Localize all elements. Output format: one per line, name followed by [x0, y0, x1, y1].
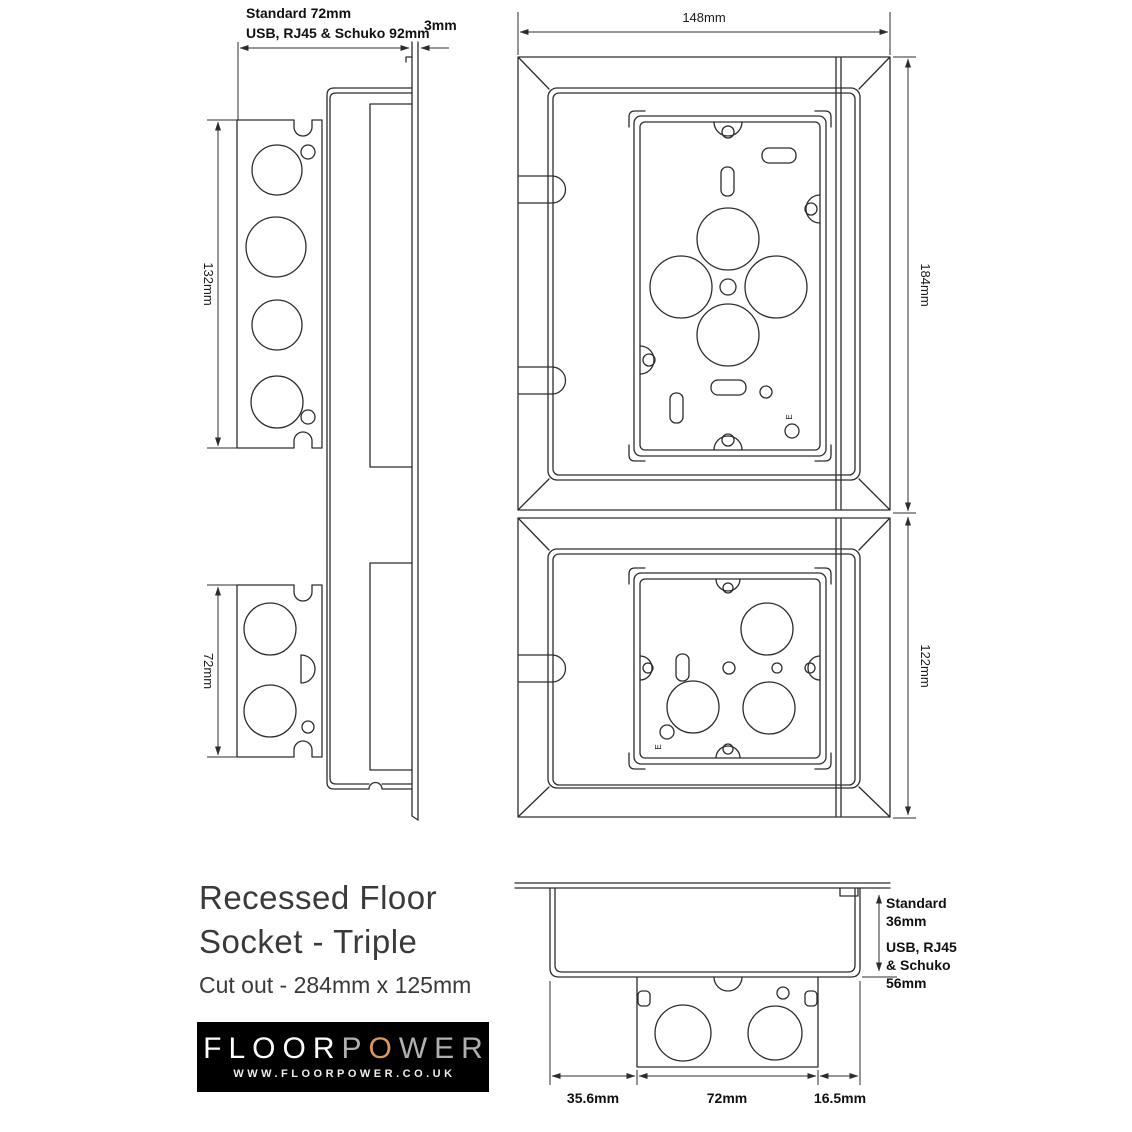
knockout-circle: [245, 216, 307, 278]
dim-label-148mm: 148mm: [682, 10, 725, 25]
knockout-circle: [654, 1004, 712, 1062]
knockout-circle: [666, 680, 720, 734]
dim-label-72mm-bottom: 72mm: [707, 1090, 747, 1106]
plan-view: E E 148mm: [517, 10, 933, 819]
lid: [514, 882, 891, 897]
earth-label: E: [654, 744, 663, 749]
dim-label-122mm: 122mm: [918, 644, 933, 687]
screw-hole: [300, 409, 316, 425]
flange-plate: [405, 41, 419, 821]
dim-lower-height: 122mm: [893, 516, 933, 819]
double-gang-box: E: [628, 110, 832, 462]
single-gang-box: E: [628, 567, 832, 770]
side-view: Standard 72mm USB, RJ45 & Schuko 92mm 3m…: [201, 5, 457, 821]
section-view: Standard 36mm USB, RJ45 & Schuko 56mm 35…: [514, 882, 957, 1106]
dim-depth: Standard 72mm USB, RJ45 & Schuko 92mm: [237, 5, 430, 120]
screw-hole: [721, 433, 735, 447]
dim-label-3mm: 3mm: [424, 17, 457, 33]
logo-orange-o: O: [368, 1032, 399, 1065]
dim-label-132mm: 132mm: [201, 262, 216, 305]
dim-label-schuko: & Schuko: [886, 957, 951, 973]
dim-label-72mm: 72mm: [201, 653, 216, 689]
screw-hole: [804, 202, 818, 216]
dim-width: 148mm: [517, 10, 891, 55]
dim-label-35-6mm: 35.6mm: [567, 1090, 619, 1106]
dim-label-36mm: 36mm: [886, 913, 926, 929]
dim-label-184mm: 184mm: [918, 263, 933, 306]
dim-upper-height: 184mm: [893, 56, 933, 514]
slot: [720, 166, 735, 197]
knockout-circle: [747, 1005, 803, 1061]
slot: [761, 147, 797, 164]
screw-hole: [642, 662, 654, 674]
dim-lid-thickness: 3mm: [420, 17, 457, 51]
cutout-dimension-text: Cut out - 284mm x 125mm: [199, 972, 472, 998]
floorpower-logo: FLOORPOWER WWW.FLOORPOWER.CO.UK: [197, 1022, 489, 1092]
half-knockout: [713, 976, 743, 992]
slot: [675, 653, 690, 682]
earth-hole: [784, 423, 800, 439]
logo-wordmark: FLOORPOWER: [196, 1034, 490, 1064]
corner-notch: [804, 990, 818, 1007]
slot: [710, 379, 747, 396]
dim-label-standard-depth: Standard 72mm: [246, 5, 351, 21]
dim-label-standard: Standard: [886, 895, 947, 911]
logo-p-text: P: [341, 1032, 369, 1065]
upper-frame: [517, 56, 891, 511]
knockout-circle: [744, 255, 808, 319]
logo-floor-text: FLOOR: [203, 1032, 342, 1065]
knockout-circle: [696, 303, 760, 367]
logo-wer-text: WER: [398, 1032, 490, 1065]
dim-label-usb-depth: USB, RJ45 & Schuko 92mm: [246, 25, 430, 41]
screw-hole: [300, 144, 316, 160]
knockout-circle: [243, 684, 297, 738]
back-box: [636, 976, 819, 1068]
latch-tabs: [518, 175, 567, 683]
knockout-circle: [742, 681, 796, 735]
corner-notch: [637, 990, 651, 1007]
corner-tabs: [628, 110, 832, 462]
lower-frame: [517, 517, 891, 818]
small-hole: [776, 986, 790, 1000]
logo-website-url: WWW.FLOORPOWER.CO.UK: [233, 1068, 456, 1080]
half-knockout: [300, 654, 316, 684]
lower-back-box: [236, 584, 323, 758]
screw-hole: [722, 743, 734, 755]
small-hole: [722, 661, 736, 675]
corner-tabs: [628, 567, 832, 770]
knockout-circle: [696, 207, 760, 271]
earth-hole: [659, 724, 675, 740]
knockout-circle: [740, 602, 794, 656]
earth-label: E: [785, 414, 794, 419]
slot: [669, 392, 684, 424]
tray: [549, 887, 861, 978]
product-title-line1: Recessed Floor: [199, 879, 438, 916]
tray-profile: [326, 87, 413, 790]
dim-tray-depth: Standard 36mm USB, RJ45 & Schuko 56mm: [862, 894, 957, 991]
product-title-line2: Socket - Triple: [199, 923, 418, 960]
title-block: Recessed Floor Socket - Triple: [199, 876, 437, 964]
center-hole: [719, 278, 737, 296]
knockout-circle: [251, 144, 303, 196]
dim-lower-box-height: 72mm: [201, 584, 240, 758]
dim-bottom-widths: 35.6mm 72mm 16.5mm: [549, 981, 866, 1106]
small-hole: [771, 662, 783, 674]
knockout-circle: [251, 299, 303, 351]
dim-upper-box-height: 132mm: [201, 119, 240, 449]
screw-hole: [642, 353, 656, 367]
dim-label-usb-rj45: USB, RJ45: [886, 939, 957, 955]
dim-label-16-5mm: 16.5mm: [814, 1090, 866, 1106]
screw-hole: [301, 720, 315, 734]
screw-hole: [721, 125, 735, 139]
dim-label-56mm: 56mm: [886, 975, 926, 991]
knockout-circle: [243, 602, 297, 656]
knockout-circle: [250, 375, 304, 429]
upper-back-box: [236, 119, 323, 449]
knockout-circle: [649, 255, 713, 319]
small-hole: [759, 385, 773, 399]
screw-hole: [722, 582, 734, 594]
screw-hole: [804, 662, 816, 674]
